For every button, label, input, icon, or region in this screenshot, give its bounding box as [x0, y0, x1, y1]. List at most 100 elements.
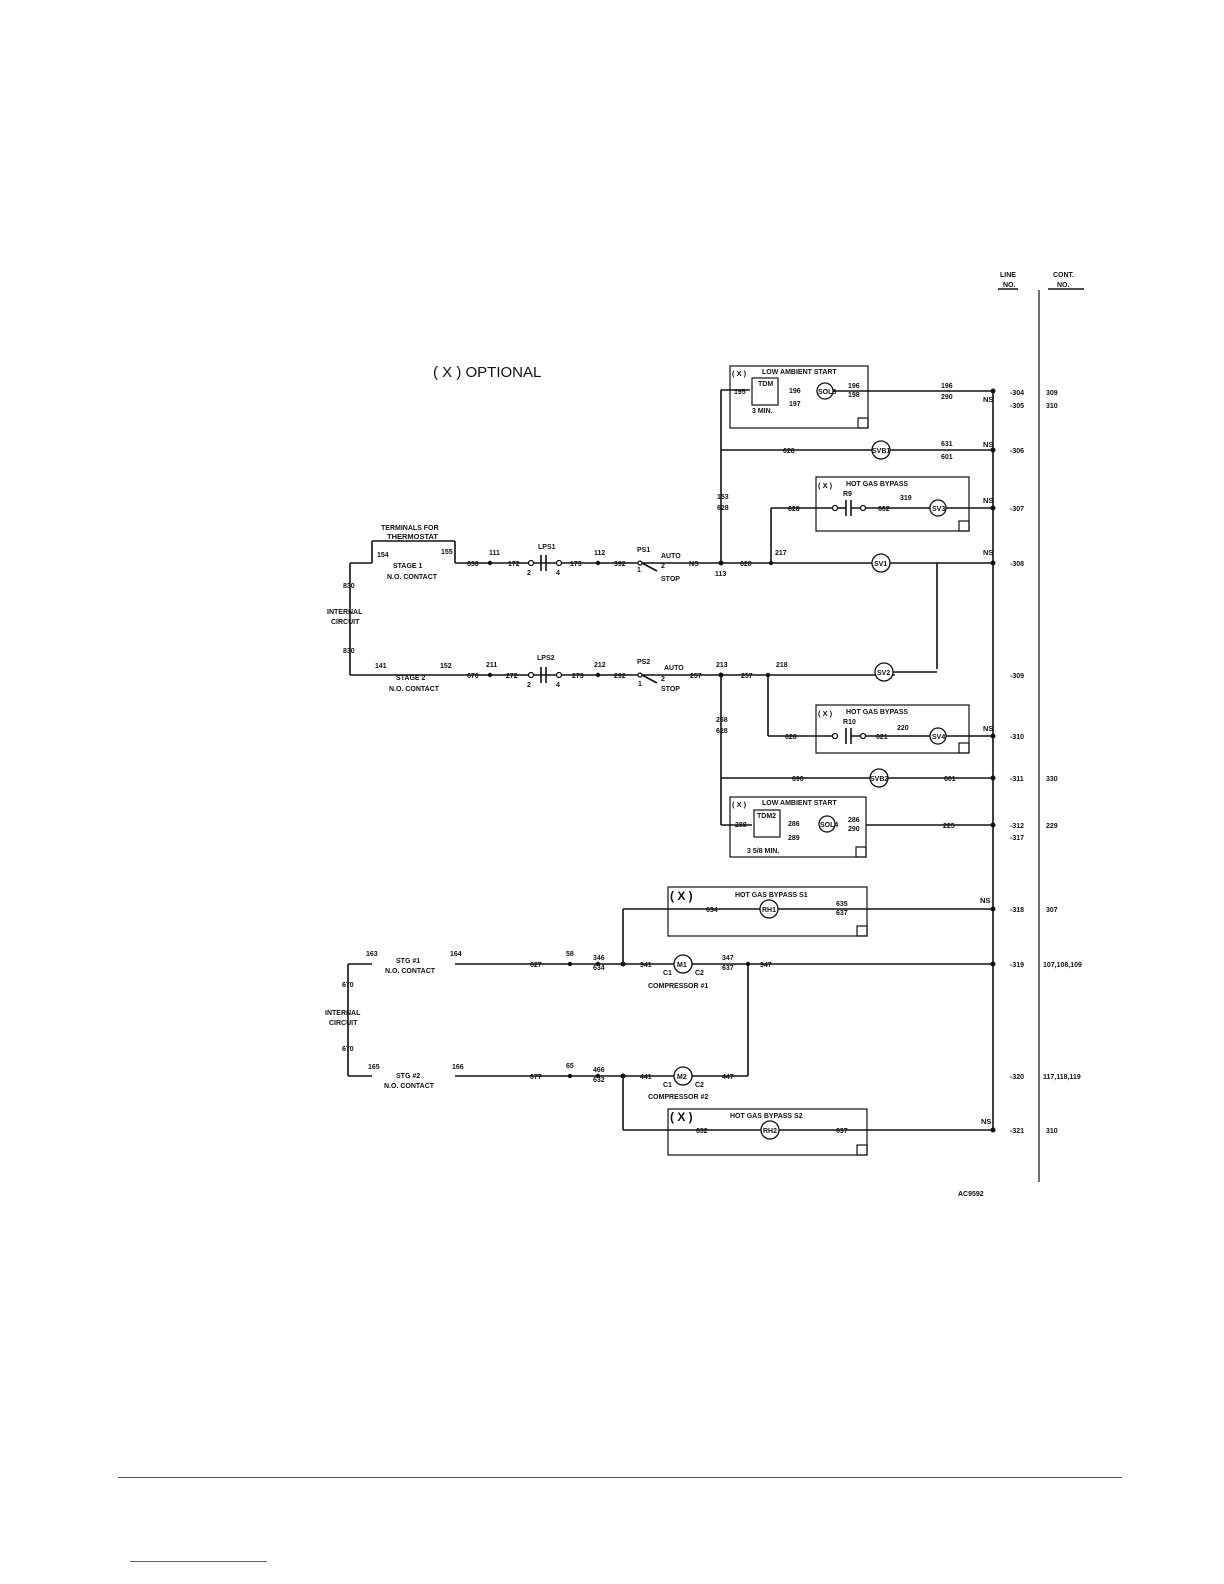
- stage2-label: STAGE 2: [396, 675, 426, 682]
- box-title-hot-gas-s2: HOT GAS BYPASS S2: [730, 1113, 803, 1120]
- svg-text:172: 172: [508, 561, 520, 568]
- svg-text:58: 58: [566, 951, 574, 958]
- svg-text:272: 272: [506, 673, 518, 680]
- r10-label: R10: [843, 719, 856, 726]
- svg-text:628: 628: [717, 505, 729, 512]
- svg-text:NS: NS: [981, 1117, 991, 1126]
- svg-text:195: 195: [734, 389, 746, 396]
- svg-text:-312: -312: [1010, 823, 1024, 830]
- three-5-min-label: 3 5/8 MIN.: [747, 848, 779, 855]
- svg-text:-310: -310: [1010, 734, 1024, 741]
- svg-text:632: 632: [593, 1077, 605, 1084]
- svg-text:-304: -304: [1010, 390, 1024, 397]
- svg-text:212: 212: [594, 662, 606, 669]
- lps1-label: LPS1: [538, 544, 556, 551]
- svg-text:601: 601: [944, 776, 956, 783]
- svg-text:627: 627: [530, 962, 542, 969]
- svg-text:C1: C1: [663, 1082, 672, 1089]
- svg-text:273: 273: [572, 673, 584, 680]
- low-ambient-start-box-1: [729, 365, 869, 429]
- optional-mark-2: ( X ): [818, 481, 833, 490]
- svg-text:630: 630: [467, 561, 479, 568]
- svg-text:173: 173: [570, 561, 582, 568]
- svg-text:670: 670: [342, 1046, 354, 1053]
- svg-text:307: 307: [1046, 907, 1058, 914]
- svg-text:690: 690: [792, 776, 804, 783]
- svg-text:155: 155: [441, 549, 453, 556]
- cont-no-header: CONT.: [1053, 272, 1074, 279]
- sv2-label: SV2: [877, 670, 890, 677]
- line-number-column: -304 -305 -306 -307 -308 -309 -310 -311 …: [1010, 390, 1024, 1135]
- cont-no-header-2: NO.: [1057, 282, 1070, 289]
- optional-legend: ( X ) OPTIONAL: [433, 364, 541, 381]
- svg-text:213: 213: [716, 662, 728, 669]
- svg-text:198: 198: [848, 392, 860, 399]
- svg-text:-307: -307: [1010, 506, 1024, 513]
- footer-link-underline[interactable]: [130, 1561, 267, 1562]
- sv4-label: SV4: [932, 734, 945, 741]
- sv1-label: SV1: [874, 561, 887, 568]
- box-title-hot-gas-1: HOT GAS BYPASS: [846, 481, 908, 488]
- svg-text:141: 141: [375, 663, 387, 670]
- svg-text:-317: -317: [1010, 835, 1024, 842]
- svg-text:628: 628: [785, 734, 797, 741]
- svg-text:288: 288: [735, 822, 747, 829]
- sv3-label: SV3: [932, 506, 945, 513]
- three-min-label: 3 MIN.: [752, 408, 773, 415]
- thermostat-label: THERMOSTAT: [387, 532, 438, 541]
- svg-text:670: 670: [467, 673, 479, 680]
- svg-text:164: 164: [450, 951, 462, 958]
- svg-text:628: 628: [783, 448, 795, 455]
- svg-text:65: 65: [566, 1063, 574, 1070]
- svg-text:670: 670: [342, 982, 354, 989]
- svg-text:257: 257: [741, 673, 753, 680]
- svg-text:112: 112: [594, 550, 605, 557]
- footer-rule: [118, 1477, 1122, 1478]
- line-no-header: LINE: [1000, 272, 1016, 279]
- svg-text:218: 218: [776, 662, 788, 669]
- svg-text:289: 289: [788, 835, 800, 842]
- line-no-header-2: NO.: [1003, 282, 1016, 289]
- svb1-label: SVB1: [872, 448, 890, 455]
- svg-text:637: 637: [836, 1128, 848, 1135]
- stop-label-2: STOP: [661, 686, 680, 693]
- svg-text:4: 4: [556, 570, 560, 577]
- svg-text:341: 341: [640, 962, 652, 969]
- svg-text:-320: -320: [1010, 1074, 1024, 1081]
- svg-text:621: 621: [876, 734, 888, 741]
- svg-text:NS: NS: [980, 896, 990, 905]
- svg-text:601: 601: [941, 454, 953, 461]
- stg1-contact-label: N.O. CONTACT: [385, 968, 436, 975]
- ps2-label: PS2: [637, 659, 650, 666]
- svg-text:196: 196: [941, 383, 953, 390]
- low-ambient-start-box-2: [729, 796, 867, 858]
- svg-text:117,118,119: 117,118,119: [1043, 1074, 1081, 1081]
- svg-text:634: 634: [706, 907, 718, 914]
- svg-text:635: 635: [836, 901, 848, 908]
- m1-label: M1: [677, 962, 687, 969]
- svg-text:154: 154: [377, 552, 389, 559]
- svg-text:152: 152: [440, 663, 452, 670]
- svb1-coil: [871, 440, 891, 460]
- r9-label: R9: [843, 491, 852, 498]
- circuit-label-2: CIRCUIT: [329, 1020, 358, 1027]
- svg-text:C2: C2: [695, 970, 704, 977]
- svg-text:196: 196: [848, 383, 860, 390]
- svg-text:286: 286: [848, 817, 860, 824]
- svg-text:347: 347: [760, 962, 772, 969]
- svg-text:225: 225: [943, 823, 955, 830]
- svg-text:2: 2: [661, 676, 665, 683]
- internal-label-2: INTERNAL: [325, 1010, 361, 1017]
- svg-text:2: 2: [661, 563, 665, 570]
- tdm2-label: TDM2: [757, 813, 776, 820]
- stage1-label: STAGE 1: [393, 563, 423, 570]
- svg-text:163: 163: [366, 951, 378, 958]
- box-title-hot-gas-s1: HOT GAS BYPASS S1: [735, 892, 808, 899]
- svg-text:286: 286: [788, 821, 800, 828]
- optional-mark-5: ( X ): [670, 889, 693, 903]
- compressor-2-label: COMPRESSOR #2: [648, 1094, 708, 1101]
- svg-text:441: 441: [640, 1074, 652, 1081]
- svg-text:258: 258: [716, 717, 728, 724]
- m2-label: M2: [677, 1074, 687, 1081]
- svg-text:217: 217: [775, 550, 787, 557]
